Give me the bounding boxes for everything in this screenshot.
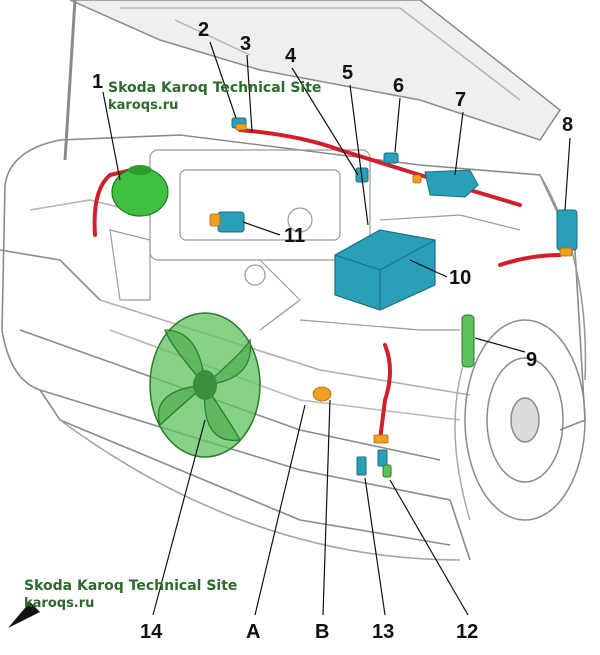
coolant-reservoir	[111, 165, 169, 217]
callout-12: 12	[456, 621, 479, 643]
watermark-title: Skoda Karoq Technical Site	[108, 80, 322, 96]
callout-2: 2	[198, 19, 210, 41]
wiring-harness	[92, 128, 562, 442]
callout-14: 14	[140, 621, 163, 643]
connectors	[209, 123, 573, 444]
callout-3: 3	[240, 33, 252, 55]
engine-block	[109, 149, 521, 331]
watermark-url: karoqs.ru	[108, 97, 179, 113]
callout-A: A	[246, 621, 261, 643]
hood	[69, 0, 562, 141]
leader-lines	[102, 41, 571, 616]
callout-6: 6	[393, 75, 405, 97]
callout-10: 10	[449, 267, 472, 289]
radiator-fan	[149, 312, 261, 458]
callout-9: 9	[526, 349, 538, 371]
callout-11: 11	[284, 225, 306, 247]
callout-5: 5	[342, 62, 354, 84]
callout-13: 13	[372, 621, 395, 643]
callout-8: 8	[562, 114, 574, 136]
callout-7: 7	[455, 89, 467, 111]
watermark-top: Skoda Karoq Technical Site karoqs.ru	[108, 80, 321, 114]
corner-arrow	[8, 602, 40, 628]
callout-B: B	[315, 621, 330, 643]
watermark-title: Skoda Karoq Technical Site	[24, 578, 238, 594]
watermark-url: karoqs.ru	[24, 595, 95, 611]
callout-1: 1	[92, 71, 104, 93]
callout-4: 4	[285, 45, 297, 67]
watermark-bottom: Skoda Karoq Technical Site karoqs.ru	[24, 578, 237, 612]
green-sensor-small	[382, 464, 392, 478]
hood-strut	[63, 0, 77, 161]
engine-control-unit	[334, 229, 436, 311]
green-sensor	[461, 314, 475, 368]
